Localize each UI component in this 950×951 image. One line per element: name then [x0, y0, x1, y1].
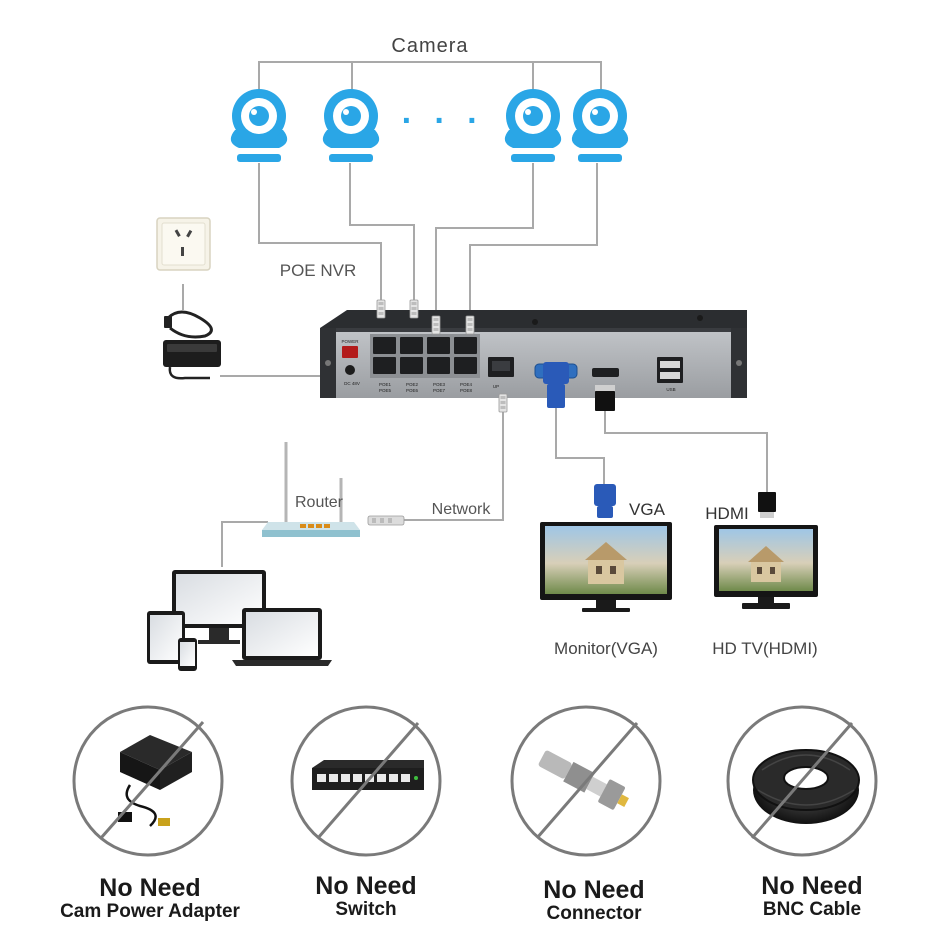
- poe-port-label: POE4: [460, 382, 473, 387]
- connection-lines: [182, 61, 768, 567]
- camera-icon: [230, 89, 288, 162]
- network-switch-icon: [312, 760, 424, 790]
- hdmi-cable-line: [604, 410, 768, 492]
- camera-cable-4: [469, 163, 598, 318]
- no-need-title: No Need: [761, 872, 863, 900]
- camera-cable-1: [258, 163, 382, 300]
- no-need-switch-item: [290, 705, 442, 857]
- no-need-connector-item: [510, 705, 662, 857]
- no-need-subtitle: Switch: [335, 898, 397, 920]
- computer-devices-icon: [147, 570, 332, 671]
- power-switch-icon: [342, 346, 358, 358]
- no-need-subtitle: BNC Cable: [762, 898, 862, 920]
- vga-plug-on-nvr-icon: [543, 362, 569, 408]
- network-label: Network: [432, 501, 492, 518]
- no-need-caption: No Need Switch: [276, 872, 456, 920]
- no-need-title: No Need: [315, 872, 417, 900]
- network-cable-line: [404, 410, 504, 521]
- hdmi-label: HDMI: [705, 504, 748, 523]
- usb-label: USB: [666, 387, 675, 392]
- camera-icon: [571, 89, 629, 162]
- poe-port-label: POE2: [406, 382, 419, 387]
- rj45-connector-icon: [498, 393, 508, 413]
- no-need-title: No Need: [543, 876, 645, 904]
- camera-bracket-line: [258, 61, 602, 90]
- poe-port-label: POE8: [460, 388, 473, 393]
- vga-monitor-icon: [540, 522, 672, 612]
- cable-reel-icon: [752, 749, 860, 824]
- poe-nvr-label: POE NVR: [280, 261, 357, 280]
- hdmi-port-icon: [592, 368, 619, 377]
- router-computer-line: [221, 521, 268, 567]
- poe-ports: [373, 337, 477, 374]
- rj45-connector-icon: [431, 315, 441, 335]
- network-plug-icon: [367, 515, 405, 526]
- poe-port-label: POE6: [406, 388, 419, 393]
- no-sign-slash: [535, 722, 639, 839]
- vga-label: VGA: [629, 500, 666, 519]
- hdtv-icon: [714, 525, 818, 609]
- vga-plug-icon: [594, 484, 616, 518]
- camera-cable-2: [349, 163, 415, 300]
- uplink-label: UP: [493, 384, 499, 389]
- poe-port-label: POE3: [433, 382, 446, 387]
- camera-icon: [322, 89, 380, 162]
- wall-outlet-icon: [156, 217, 211, 271]
- no-need-subtitle: Cam Power Adapter: [60, 900, 240, 922]
- hdmi-plug-on-nvr-icon: [595, 385, 615, 411]
- rj45-connector-icon: [376, 299, 386, 319]
- no-sign-slash: [750, 722, 854, 839]
- nvr-device: POWER DC 48V POE1 POE2 POE3 POE4 POE5 PO…: [320, 310, 747, 398]
- hdtv-label: HD TV(HDMI): [712, 639, 817, 658]
- no-sign-slash: [316, 722, 420, 839]
- no-need-power-adapter-item: [72, 705, 224, 857]
- ellipsis-dots: · · ·: [402, 102, 485, 140]
- camera-icon: [504, 89, 562, 162]
- camera-label: Camera: [391, 35, 468, 57]
- power-adapter-icon: [163, 310, 221, 380]
- no-need-caption: No Need BNC Cable: [722, 872, 902, 920]
- no-need-title: No Need: [99, 874, 201, 902]
- hdmi-plug-icon: [758, 492, 776, 518]
- vga-cable-line: [555, 408, 605, 484]
- rj45-connector-icon: [465, 315, 475, 335]
- no-need-subtitle: Connector: [546, 902, 642, 924]
- usb-port-icon: [657, 357, 683, 383]
- dc-jack-icon: [345, 365, 355, 375]
- no-need-caption: No Need Connector: [504, 876, 684, 924]
- nvr-power-label: POWER: [341, 339, 359, 344]
- nvr-dc-label: DC 48V: [344, 381, 360, 386]
- router-label: Router: [295, 494, 344, 511]
- poe-port-label: POE1: [379, 382, 392, 387]
- router-icon: [262, 442, 360, 537]
- no-need-caption: No Need Cam Power Adapter: [40, 874, 260, 922]
- no-need-bnc-cable-item: [726, 705, 878, 857]
- no-sign-slash: [99, 721, 205, 839]
- poe-port-label: POE5: [379, 388, 392, 393]
- poe-port-label: POE7: [433, 388, 446, 393]
- camera-cable-3: [435, 163, 534, 318]
- bnc-connector-icon: [538, 750, 629, 810]
- rj45-connector-icon: [409, 299, 419, 319]
- monitor-label: Monitor(VGA): [554, 639, 658, 658]
